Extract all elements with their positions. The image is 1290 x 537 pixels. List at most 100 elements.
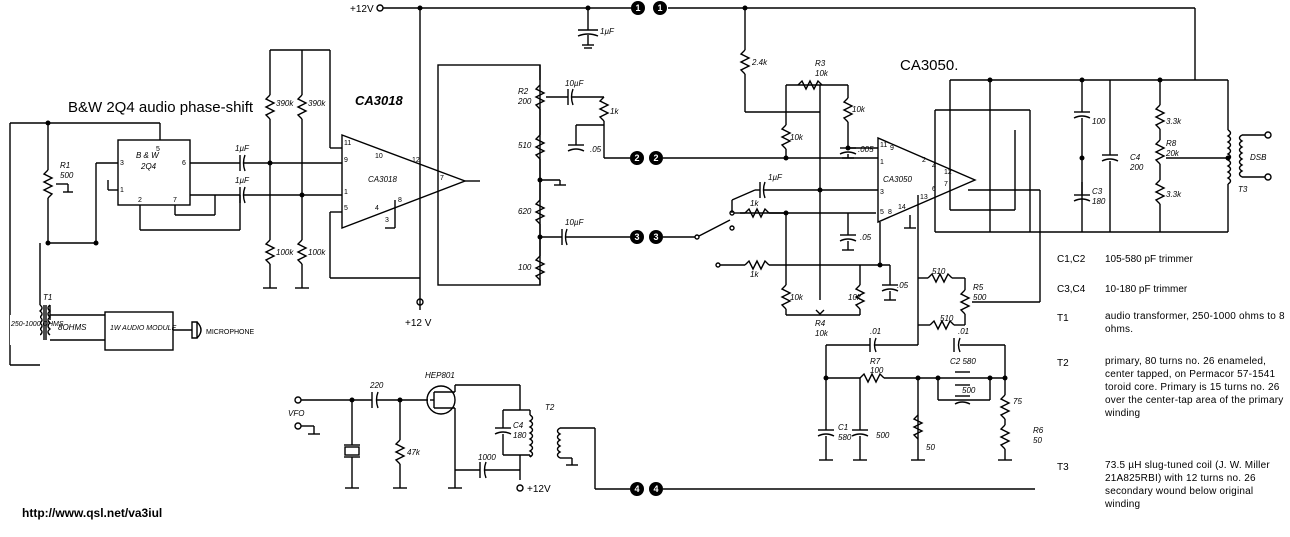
- c1uf-label-a: 1µF: [235, 144, 250, 153]
- schematic-heading: B&W 2Q4 audio phase-shift: [68, 99, 254, 116]
- c4-value: 200: [1129, 163, 1144, 172]
- r100-label-a: 100k: [276, 248, 294, 257]
- bw-label2: 2Q4: [140, 162, 157, 171]
- r7-value: 100: [870, 366, 884, 375]
- vfo-label: VFO: [288, 409, 304, 418]
- ca3018-title: CA3018: [355, 93, 403, 108]
- c05-label-a: .05: [590, 145, 602, 154]
- c500-label-b: 500: [876, 431, 890, 440]
- r24k-label: 2.4k: [751, 58, 768, 67]
- r5-label: R5: [973, 283, 984, 292]
- parts-ref-c1c2: C1,C2: [1057, 254, 1086, 265]
- parts-ref-t3: T3: [1057, 462, 1069, 473]
- r510-label: 510: [518, 141, 532, 150]
- node-label: 2: [634, 153, 639, 163]
- parts-list: C1,C2 105-580 pF trimmer C3,C4 10-180 pF…: [1057, 254, 1193, 473]
- ca3050-pin-9: 9: [890, 145, 894, 152]
- parts-desc-t1: audio transformer, 250-1000 ohms to 8 oh…: [1105, 311, 1285, 335]
- r10k-label-d: 10k: [848, 293, 862, 302]
- r100-label: 100: [518, 263, 532, 272]
- r2-network: [437, 64, 630, 286]
- source-url: http://www.qsl.net/va3iul: [22, 506, 163, 520]
- c05-label-b: .05: [860, 233, 872, 242]
- ca3018-pin-12: 12: [412, 157, 420, 164]
- r3-value: 10k: [815, 69, 829, 78]
- r2-value: 200: [517, 97, 532, 106]
- ca3018-pin-5: 5: [344, 205, 348, 212]
- c100-label: 100: [1092, 117, 1106, 126]
- r1k-label-c: 1k: [750, 270, 759, 279]
- node-label: 4: [653, 484, 658, 494]
- r8-label: R8: [1166, 139, 1177, 148]
- c1-value: 580: [838, 433, 852, 442]
- r1k-label-a: 1k: [610, 107, 619, 116]
- ca3050-pin-4: 4: [932, 163, 936, 170]
- r390-label-a: 390k: [276, 99, 294, 108]
- bw-2q4-network: [9, 120, 241, 366]
- ca3050-pin-13: 13: [920, 194, 928, 201]
- c10uf-label-b: 10µF: [565, 218, 585, 227]
- r1k-label-b: 1k: [750, 199, 759, 208]
- ca3018-pin-9: 9: [344, 157, 348, 164]
- ca3050-pin-14: 14: [898, 204, 906, 211]
- ca3050-pin-6: 6: [932, 186, 936, 193]
- parts-desc-c3c4: 10-180 pF trimmer: [1105, 284, 1188, 295]
- c4b-value: 180: [513, 431, 527, 440]
- ca3050-pin-3: 3: [880, 189, 884, 196]
- top-supply-bus: [376, 4, 1196, 80]
- parts-desc-t2: primary, 80 turns no. 26 enameled, cente…: [1105, 356, 1284, 419]
- ca3018-pin-7: 7: [440, 175, 444, 182]
- node-label: 2: [653, 153, 658, 163]
- ca3050-pin-8: 8: [888, 209, 892, 216]
- r6-label: R6: [1033, 426, 1044, 435]
- bias-resistors: [263, 49, 342, 289]
- c1uf-label-top: 1µF: [600, 27, 615, 36]
- node-label: 1: [635, 3, 640, 13]
- ca3050-modulator: [663, 8, 1041, 461]
- r100-label-b: 100k: [308, 248, 326, 257]
- bw-pin-7: 7: [173, 197, 177, 204]
- c10uf-label-a: 10µF: [565, 79, 585, 88]
- c05-label-c: .05: [897, 281, 909, 290]
- c4b-label: C4: [513, 421, 524, 430]
- c2-label: C2 580: [950, 357, 976, 366]
- bw-label: B & W: [136, 151, 160, 160]
- parts-desc-c1c2: 105-580 pF trimmer: [1105, 254, 1193, 265]
- ca3018-amplifier: [329, 8, 480, 310]
- r5-value: 500: [973, 293, 987, 302]
- r6-value: 50: [1033, 436, 1042, 445]
- dsb-label: DSB: [1250, 153, 1267, 162]
- node-label: 3: [634, 232, 639, 242]
- bw-pin-3: 3: [120, 160, 124, 167]
- r390-label-b: 390k: [308, 99, 326, 108]
- node-label: 4: [634, 484, 639, 494]
- r8-value: 20k: [1165, 149, 1180, 158]
- c220-label: 220: [369, 381, 384, 390]
- c005-label: .005: [858, 145, 874, 154]
- r510-label-a: 510: [932, 267, 946, 276]
- bw-pin-2: 2: [138, 197, 142, 204]
- hep801-label: HEP801: [425, 371, 455, 380]
- microphone-label: MICROPHONE: [206, 329, 255, 336]
- parts-ref-c3c4: C3,C4: [1057, 284, 1086, 295]
- t3-label: T3: [1238, 185, 1248, 194]
- r510-label-b: 510: [940, 314, 954, 323]
- supply-label-mid: +12 V: [405, 318, 432, 329]
- coupling-caps: [239, 154, 342, 204]
- parts-ref-t2: T2: [1057, 358, 1069, 369]
- ca3018-pin-3: 3: [385, 217, 389, 224]
- c3-label: C3: [1092, 187, 1103, 196]
- t1-secondary-label: 8OHMS: [58, 323, 87, 332]
- c3-value: 180: [1092, 197, 1106, 206]
- ca3018-pin-10: 10: [375, 153, 383, 160]
- ca3050-inner-label: CA3050: [883, 175, 912, 184]
- ca3050-title: CA3050.: [900, 57, 958, 74]
- r47k-label: 47k: [407, 448, 421, 457]
- ca3018-pin-8: 8: [398, 197, 402, 204]
- r1-label: R1: [60, 161, 70, 170]
- ca3050-pin-11: 11: [880, 142, 887, 149]
- c01-label-b: .01: [958, 327, 969, 336]
- ca3018-pin-1: 1: [344, 189, 348, 196]
- r1-value: 500: [60, 171, 74, 180]
